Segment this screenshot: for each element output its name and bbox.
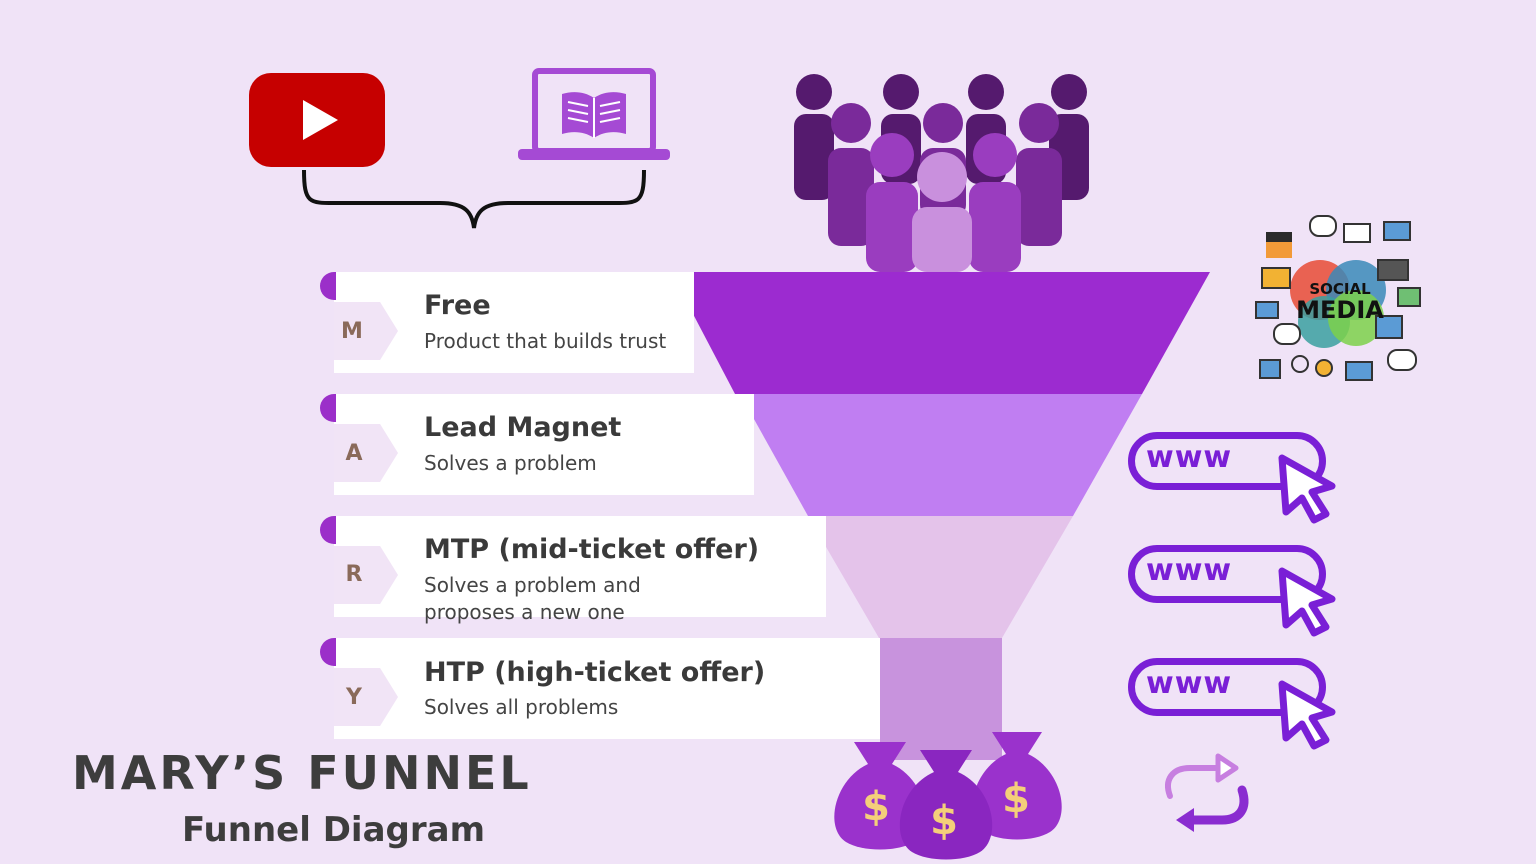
stage-letter: R	[345, 562, 363, 587]
cursor-icon	[1278, 454, 1336, 524]
www-link-text: www	[1146, 553, 1233, 588]
money-symbol: $	[1002, 776, 1030, 822]
stage-letter: A	[345, 441, 363, 466]
stage-title: MTP (mid-ticket offer)	[424, 534, 760, 565]
stage-row	[334, 638, 880, 739]
funnel-level-3	[808, 516, 1073, 638]
brace-connector	[302, 169, 646, 229]
stage-row	[334, 394, 754, 495]
money-bag-icon: $	[972, 732, 1062, 840]
www-link-icon	[1128, 432, 1326, 490]
stage-title: HTP (high-ticket offer)	[424, 657, 766, 688]
cursor-icon	[1278, 567, 1336, 637]
stage-tab-marker	[320, 272, 336, 300]
www-link-icon	[1128, 658, 1326, 716]
stage-letter: M	[341, 319, 363, 344]
cursor-icon	[1278, 680, 1336, 750]
money-symbol: $	[862, 784, 890, 830]
ebook-laptop-icon	[518, 68, 670, 160]
funnel-level-2	[740, 394, 1142, 516]
stage-tab-marker	[320, 394, 336, 422]
repeat-icon	[1165, 753, 1249, 832]
social-media-label-line1: SOCIAL	[1309, 280, 1371, 298]
audience-icon	[794, 74, 1089, 272]
stage-tab-marker	[320, 516, 336, 544]
stage-row	[334, 272, 694, 373]
stage-row	[334, 516, 826, 617]
diagram-subtitle: Funnel Diagram	[182, 810, 485, 850]
social-media-label-line2: MEDIA	[1296, 296, 1384, 324]
social-media-icon: SOCIAL MEDIA	[1255, 215, 1421, 381]
www-link-icon	[1128, 545, 1326, 603]
www-link-text: www	[1146, 440, 1233, 475]
diagram-title: MARY’S FUNNEL	[72, 746, 532, 800]
stage-title: Lead Magnet	[424, 412, 622, 443]
youtube-icon	[249, 73, 385, 167]
money-symbol: $	[930, 798, 958, 844]
funnel-level-1	[671, 272, 1210, 394]
money-bags: $ $ $	[834, 732, 1062, 860]
stage-description: Solves all problems	[424, 695, 619, 719]
funnel-level-4	[880, 638, 1002, 760]
stage-tab-marker	[320, 638, 336, 666]
stage-description: Solves a problem	[424, 451, 597, 475]
money-bag-icon: $	[899, 750, 993, 860]
www-link-text: www	[1146, 666, 1233, 701]
stage-letter: Y	[346, 685, 362, 710]
stage-description: Product that builds trust	[424, 329, 667, 353]
stage-title: Free	[424, 290, 491, 321]
stage-description: Solves a problem and proposes a new one	[424, 573, 641, 624]
